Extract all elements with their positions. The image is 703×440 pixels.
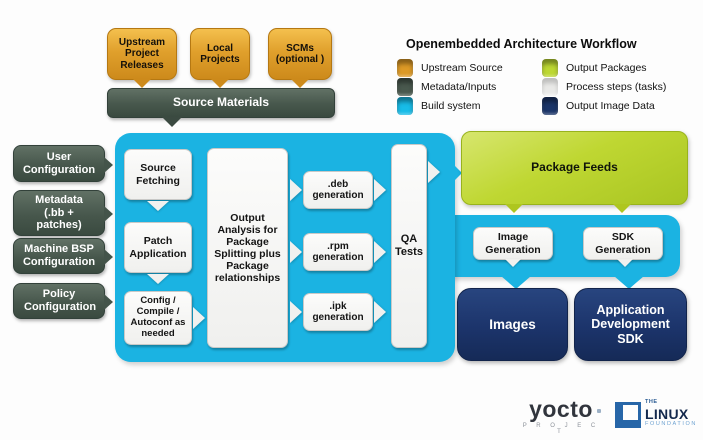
config-compile-autoconf-label: Config / Compile / Autoconf as needed <box>130 295 186 339</box>
local-projects-box: Local Projects <box>190 28 250 80</box>
ipk-generation-box: .ipk generation <box>303 293 373 331</box>
ipk-generation-label: .ipk generation <box>312 300 364 324</box>
local-projects-label: Local Projects <box>200 42 240 66</box>
rpm-generation-box: .rpm generation <box>303 233 373 271</box>
legend-label: Build system <box>421 99 481 112</box>
connector-arrow-down <box>133 79 151 88</box>
connector-arrow-down <box>501 276 531 289</box>
metadata-inputs-swatch-icon <box>397 77 413 96</box>
connector-arrow-right <box>374 179 386 201</box>
machine-bsp-configuration-label: Machine BSP Configuration <box>22 243 96 268</box>
images-label: Images <box>489 316 536 332</box>
connector-arrow-down <box>614 276 644 289</box>
image-generation-box: Image Generation <box>473 227 553 260</box>
process-steps-swatch-icon <box>542 77 558 96</box>
connector-arrow-right <box>449 160 462 186</box>
policy-configuration-label: Policy Configuration <box>24 288 97 313</box>
legend-label: Upstream Source <box>421 61 503 74</box>
connector-arrow-down <box>505 259 521 267</box>
legend-title: Openembedded Architecture Workflow <box>406 37 637 51</box>
connector-arrow-down <box>147 201 169 211</box>
connector-arrow-down <box>162 117 182 127</box>
connector-arrow-down <box>613 204 631 213</box>
connector-arrow-right <box>193 307 205 329</box>
application-development-sdk-label: Application Development SDK <box>591 302 670 346</box>
deb-generation-box: .deb generation <box>303 171 373 209</box>
legend-item-build-system: Build system <box>397 96 481 115</box>
images-box: Images <box>457 288 568 361</box>
connector-arrow-right <box>290 179 302 201</box>
connector-arrow-right <box>104 157 113 173</box>
connector-arrow-right <box>374 301 386 323</box>
legend-label: Output Image Data <box>566 99 655 112</box>
connector-arrow-right <box>104 206 113 222</box>
connector-arrow-down <box>211 79 229 88</box>
legend-item-output-image-data: Output Image Data <box>542 96 655 115</box>
source-materials-bar: Source Materials <box>107 88 335 118</box>
user-configuration-label: User Configuration <box>22 150 96 176</box>
linux-foundation-logo-inner <box>623 405 638 420</box>
scms-optional-label: SCMs (optional ) <box>275 42 325 66</box>
sdk-generation-box: SDK Generation <box>583 227 663 260</box>
connector-arrow-right <box>290 241 302 263</box>
machine-bsp-configuration-box: Machine BSP Configuration <box>13 238 113 274</box>
patch-application-label: Patch Application <box>129 235 187 260</box>
upstream-source-swatch-icon <box>397 58 413 77</box>
connector-arrow-right <box>374 241 386 263</box>
source-fetching-label: Source Fetching <box>136 162 180 187</box>
connector-arrow-down <box>505 204 523 213</box>
yocto-wordmark: yocto <box>529 396 593 422</box>
metadata-bb-patches-label: Metadata (.bb + patches) <box>35 194 83 232</box>
output-analysis-label: Output Analysis for Package Splitting pl… <box>214 211 281 285</box>
linux-foundation-logo-icon <box>615 402 641 428</box>
config-compile-autoconf-box: Config / Compile / Autoconf as needed <box>124 291 192 345</box>
linux-foundation-subtitle: FOUNDATION <box>645 420 697 427</box>
yocto-project-subtitle: P R O J E C T <box>522 423 600 435</box>
upstream-project-releases-label: Upstream Project Releases <box>118 36 166 71</box>
package-feeds-box: Package Feeds <box>461 131 688 205</box>
patch-application-box: Patch Application <box>124 222 192 273</box>
build-system-swatch-icon <box>397 96 413 115</box>
legend-label: Process steps (tasks) <box>566 80 667 93</box>
policy-configuration-box: Policy Configuration <box>13 283 113 319</box>
yocto-project-logo: yocto P R O J E C T <box>522 396 600 436</box>
upstream-project-releases-box: Upstream Project Releases <box>107 28 177 80</box>
user-configuration-box: User Configuration <box>13 145 113 182</box>
connector-arrow-down <box>147 274 169 284</box>
legend-item-upstream-source: Upstream Source <box>397 58 503 77</box>
deb-generation-label: .deb generation <box>312 178 364 202</box>
connector-arrow-down <box>291 79 309 88</box>
connector-arrow-right <box>104 249 113 265</box>
legend-item-output-packages: Output Packages <box>542 58 647 77</box>
metadata-bb-patches-box: Metadata (.bb + patches) <box>13 190 113 236</box>
output-analysis-box: Output Analysis for Package Splitting pl… <box>207 148 288 348</box>
image-generation-label: Image Generation <box>485 231 541 256</box>
package-feeds-label: Package Feeds <box>531 160 618 175</box>
sdk-generation-label: SDK Generation <box>595 231 651 256</box>
connector-arrow-right <box>104 294 113 310</box>
output-packages-swatch-icon <box>542 58 558 77</box>
qa-tests-label: QA Tests <box>395 233 423 258</box>
legend-item-metadata-inputs: Metadata/Inputs <box>397 77 496 96</box>
scms-optional-box: SCMs (optional ) <box>268 28 332 80</box>
yocto-dot-icon <box>597 409 601 413</box>
application-development-sdk-box: Application Development SDK <box>574 288 687 361</box>
legend-item-process-steps: Process steps (tasks) <box>542 77 666 96</box>
connector-arrow-down <box>617 259 633 267</box>
source-fetching-box: Source Fetching <box>124 149 192 200</box>
output-image-data-swatch-icon <box>542 96 558 115</box>
connector-arrow-right <box>290 301 302 323</box>
rpm-generation-label: .rpm generation <box>312 240 364 264</box>
legend-label: Metadata/Inputs <box>421 80 497 93</box>
connector-arrow-right <box>428 161 440 183</box>
qa-tests-box: QA Tests <box>391 144 427 348</box>
linux-foundation-name: LINUX <box>645 405 689 422</box>
source-materials-label: Source Materials <box>172 95 270 110</box>
linux-foundation-logo-text: THE LINUX FOUNDATION <box>645 399 697 427</box>
linux-foundation-the: THE <box>645 399 658 405</box>
legend-label: Output Packages <box>566 61 647 74</box>
